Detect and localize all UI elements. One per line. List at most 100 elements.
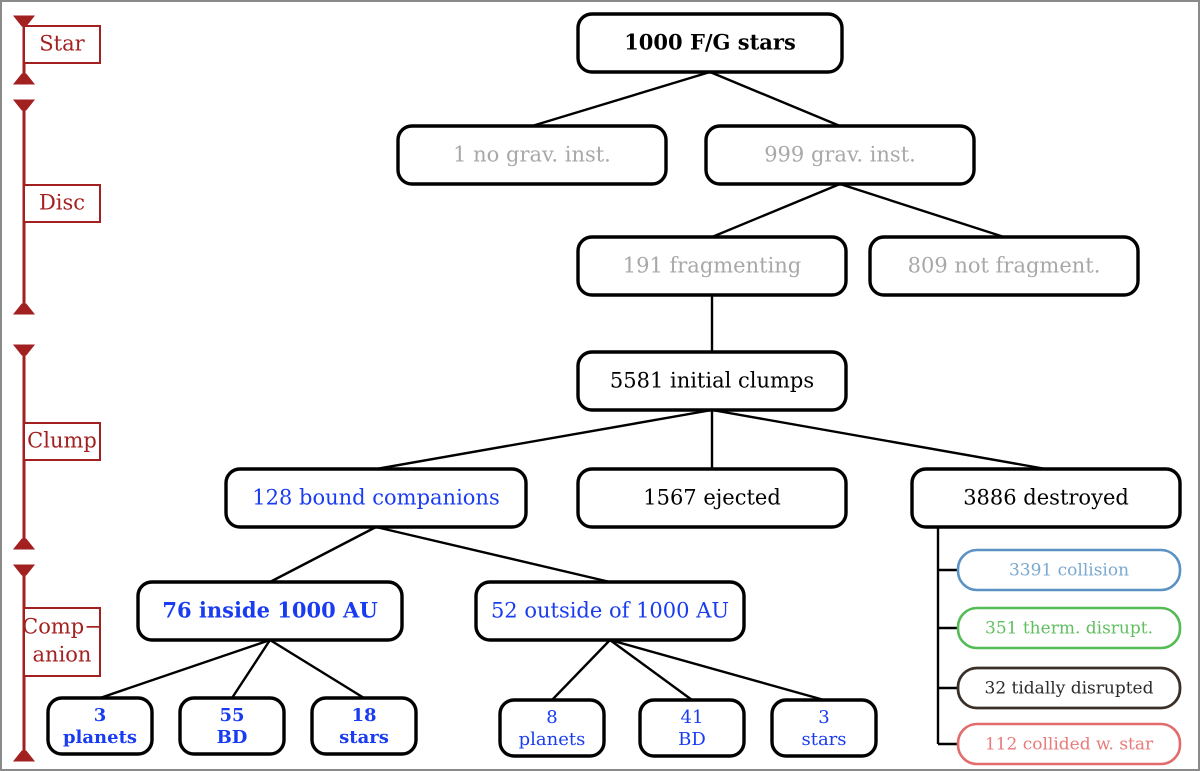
- leaf-outside-planets[interactable]: 8 planets: [498, 698, 606, 758]
- edge-bound-to-inside: [269, 525, 377, 584]
- leaf-outside-stars-label: stars: [801, 729, 846, 750]
- node-bound-companions[interactable]: 128 bound companions: [224, 467, 528, 529]
- bracket-clump: Clump: [12, 344, 101, 550]
- leaf-outside-planets-count: 8: [546, 707, 557, 728]
- leaf-inside-planets-box[interactable]: [46, 696, 154, 756]
- leaf-inside-stars[interactable]: 18 stars: [310, 696, 418, 756]
- node-ejected-label: 1567 ejected: [643, 486, 781, 510]
- bracket-star-label: Star: [39, 32, 85, 56]
- bracket-disc-cap-bottom: [12, 303, 36, 315]
- edge-clumps-to-bound: [375, 408, 713, 471]
- node-outside-au-box[interactable]: [474, 580, 746, 642]
- edge-grav-to-fragmenting: [711, 182, 841, 239]
- node-inside-au-label: 76 inside 1000 AU: [162, 598, 377, 623]
- leaf-outside-bd-box[interactable]: [638, 698, 746, 758]
- leaf-outside-bd-label: BD: [678, 729, 706, 750]
- edge-inside-to-bd: [230, 639, 272, 699]
- node-not-fragment-box[interactable]: [868, 235, 1140, 297]
- destroyed-child-tidally-disrupted-box[interactable]: [956, 666, 1182, 710]
- destroyed-child-collision[interactable]: 3391 collision: [956, 548, 1182, 592]
- node-initial-clumps[interactable]: 5581 initial clumps: [576, 350, 848, 412]
- bracket-clump-cap-top: [12, 344, 36, 356]
- destroyed-child-tidally-disrupted-label: 32 tidally disrupted: [985, 679, 1154, 699]
- bracket-disc-label-box: [23, 184, 101, 223]
- edge-inside-to-stars: [269, 638, 365, 700]
- leaf-inside-bd-count: 55: [219, 705, 244, 726]
- node-fragmenting-box[interactable]: [576, 235, 848, 297]
- node-no-grav[interactable]: 1 no grav. inst.: [396, 124, 668, 186]
- node-stars-label: 1000 F/G stars: [624, 30, 796, 55]
- bracket-star-label-box: [23, 25, 101, 64]
- node-initial-clumps-box[interactable]: [576, 350, 848, 412]
- bracket-star-cap-top: [12, 15, 36, 27]
- leaf-inside-planets[interactable]: 3 planets: [46, 696, 154, 756]
- node-grav-box[interactable]: [704, 124, 976, 186]
- node-group: 1000 F/G stars 1 no grav. inst. 999 grav…: [136, 12, 1182, 642]
- leaf-inside-planets-label: planets: [63, 727, 137, 748]
- bracket-star-cap-bottom: [12, 73, 36, 85]
- leaf-inside-bd-label: BD: [217, 727, 248, 748]
- node-no-grav-box[interactable]: [396, 124, 668, 186]
- node-inside-au-box[interactable]: [136, 580, 404, 642]
- destroyed-child-therm-disrupt-box[interactable]: [956, 606, 1182, 650]
- node-fragmenting-label: 191 fragmenting: [623, 254, 802, 278]
- node-bound-companions-box[interactable]: [224, 467, 528, 529]
- edge-outside-to-bd: [609, 639, 693, 701]
- node-ejected-box[interactable]: [576, 467, 848, 529]
- leaf-outside-bd[interactable]: 41 BD: [638, 698, 746, 758]
- bracket-clump-cap-bottom: [12, 538, 36, 550]
- node-inside-au[interactable]: 76 inside 1000 AU: [136, 580, 404, 642]
- node-initial-clumps-label: 5581 initial clumps: [610, 369, 814, 393]
- edge-group: [99, 70, 1047, 746]
- leaf-inside-bd-box[interactable]: [178, 696, 286, 756]
- node-grav-label: 999 grav. inst.: [764, 143, 916, 167]
- destroyed-child-collided-with-star-box[interactable]: [956, 722, 1182, 766]
- bracket-companion-label-line2: anion: [33, 643, 92, 667]
- edge-inside-to-planets: [99, 638, 271, 700]
- bracket-clump-label-box: [23, 422, 101, 461]
- leaf-inside-stars-label: stars: [339, 727, 389, 748]
- edge-outside-to-stars: [609, 638, 825, 702]
- node-destroyed-box[interactable]: [910, 467, 1182, 529]
- destroyed-child-collided-with-star-label: 112 collided w. star: [985, 735, 1154, 755]
- edge-bound-to-outside: [375, 525, 611, 584]
- edge-stars-to-grav: [709, 70, 841, 128]
- destroyed-child-tidally-disrupted[interactable]: 32 tidally disrupted: [956, 666, 1182, 710]
- bracket-disc: Disc: [12, 99, 101, 315]
- node-grav[interactable]: 999 grav. inst.: [704, 124, 976, 186]
- node-stars-box[interactable]: [576, 12, 844, 74]
- destroyed-child-therm-disrupt[interactable]: 351 therm. disrupt.: [956, 606, 1182, 650]
- leaf-inside-stars-box[interactable]: [310, 696, 418, 756]
- bracket-star: Star: [12, 15, 101, 85]
- bracket-disc-label: Disc: [39, 191, 85, 215]
- node-not-fragment-label: 809 not fragment.: [908, 254, 1101, 278]
- bracket-group: Star Disc Clump: [12, 15, 102, 762]
- bracket-disc-cap-top: [12, 99, 36, 111]
- node-stars[interactable]: 1000 F/G stars: [576, 12, 844, 74]
- node-bound-companions-label: 128 bound companions: [252, 486, 499, 510]
- leaf-outside-stars-count: 3: [818, 707, 829, 728]
- bracket-companion: Comp− anion: [12, 564, 102, 762]
- leaf-inside-bd[interactable]: 55 BD: [178, 696, 286, 756]
- destroyed-child-collision-box[interactable]: [956, 548, 1182, 592]
- node-destroyed-label: 3886 destroyed: [963, 486, 1129, 510]
- node-not-fragment[interactable]: 809 not fragment.: [868, 235, 1140, 297]
- node-fragmenting[interactable]: 191 fragmenting: [576, 235, 848, 297]
- node-outside-au[interactable]: 52 outside of 1000 AU: [474, 580, 746, 642]
- edge-grav-to-not-fragment: [839, 182, 1005, 239]
- edge-outside-to-planets: [551, 639, 611, 701]
- destroyed-child-therm-disrupt-label: 351 therm. disrupt.: [985, 619, 1153, 639]
- bracket-companion-label-box: [23, 607, 101, 677]
- bracket-companion-label-line1: Comp−: [22, 615, 102, 639]
- leaf-outside-stars[interactable]: 3 stars: [770, 698, 878, 758]
- bracket-companion-cap-top: [12, 564, 36, 576]
- node-outside-au-label: 52 outside of 1000 AU: [491, 599, 729, 623]
- leaf-node-group: 3 planets 55 BD 18 stars 8 planets 41: [46, 696, 878, 758]
- edge-clumps-to-destroyed: [711, 408, 1047, 471]
- leaf-outside-stars-box[interactable]: [770, 698, 878, 758]
- leaf-outside-planets-box[interactable]: [498, 698, 606, 758]
- destroyed-child-collided-with-star[interactable]: 112 collided w. star: [956, 722, 1182, 766]
- node-ejected[interactable]: 1567 ejected: [576, 467, 848, 529]
- node-destroyed[interactable]: 3886 destroyed: [910, 467, 1182, 529]
